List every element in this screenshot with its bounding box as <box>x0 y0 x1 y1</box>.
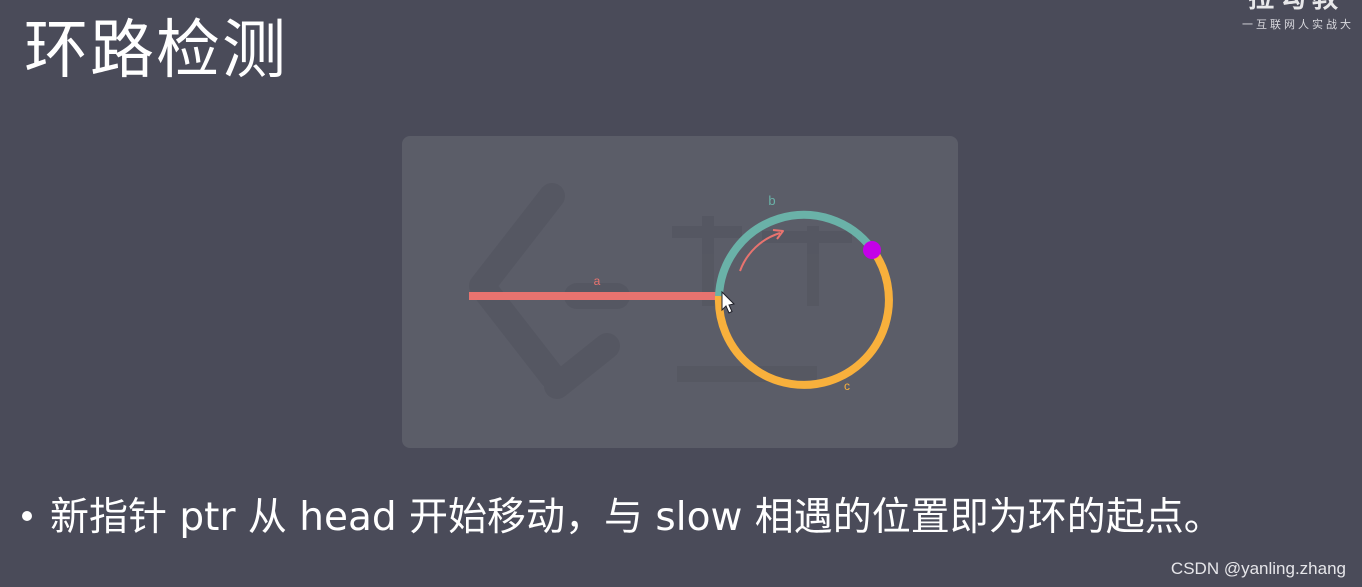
watermark-text <box>672 216 852 382</box>
bullet-dot-icon <box>22 510 32 521</box>
direction-arrow-head-icon <box>772 229 784 240</box>
slide-title: 环路检测 <box>24 14 288 88</box>
segment-c-label: c <box>844 379 850 393</box>
brand-tagline: 一互联网人实战大 <box>1242 18 1354 31</box>
mouse-cursor-icon <box>721 290 736 314</box>
cycle-diagram: a c b <box>469 183 893 399</box>
segment-a-label: a <box>594 274 601 288</box>
cycle-diagram-card: a c b <box>402 136 958 448</box>
bullet-text: 新指针 ptr 从 head 开始移动，与 slow 相遇的位置即为环的起点。 <box>50 495 1223 540</box>
brand-logo-glyphs: 拉勾教 <box>1248 0 1344 12</box>
bullet-point: 新指针 ptr 从 head 开始移动，与 slow 相遇的位置即为环的起点。 <box>22 490 1223 546</box>
segment-c-arc <box>714 246 893 389</box>
segment-b-arc <box>715 210 876 297</box>
brand-logo: 拉勾教 一互联网人实战大 <box>1224 0 1354 40</box>
credit-watermark: CSDN @yanling.zhang <box>1170 559 1346 578</box>
leetcode-logo-icon <box>469 183 630 399</box>
direction-arrow-icon <box>739 232 781 272</box>
segment-b-label: b <box>768 193 775 208</box>
pointer-marker <box>863 241 881 259</box>
